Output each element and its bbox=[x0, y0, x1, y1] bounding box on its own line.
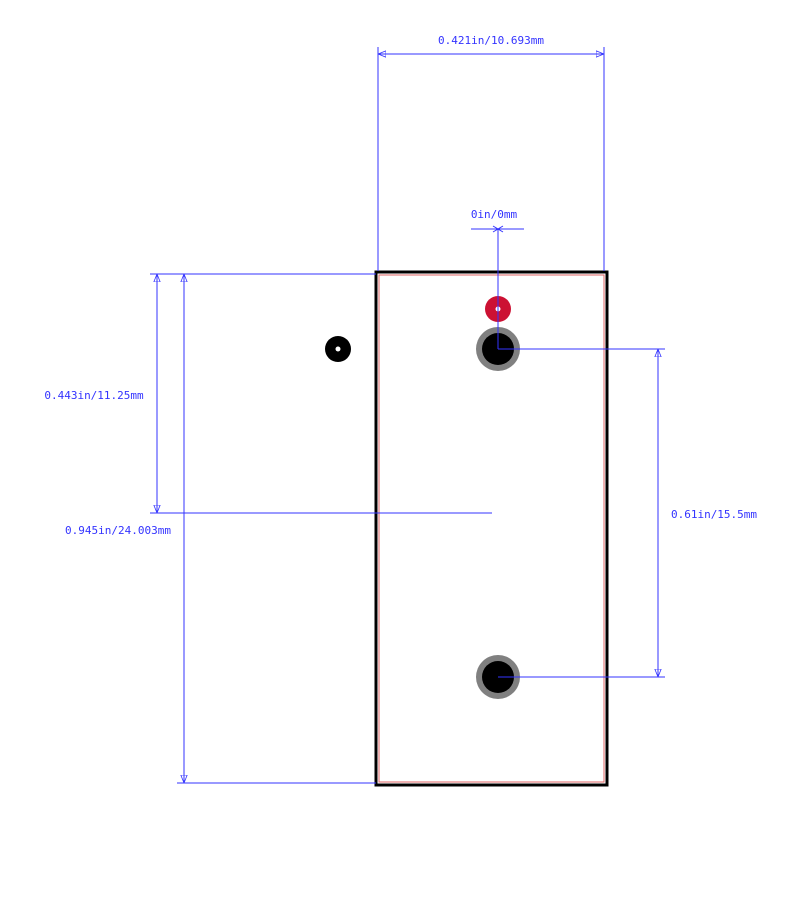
center-offset-dimension bbox=[150, 273, 492, 514]
pin1-marker bbox=[325, 336, 351, 362]
height-dimension bbox=[177, 274, 376, 784]
courtyard-outline bbox=[378, 274, 605, 783]
pitch-label: 0.61in/15.5mm bbox=[671, 508, 757, 521]
width-dimension bbox=[377, 47, 605, 271]
center-offset-label: 0.443in/11.25mm bbox=[44, 389, 144, 402]
width-label: 0.421in/10.693mm bbox=[438, 34, 544, 47]
pitch-dimension bbox=[498, 348, 665, 678]
pin-offset-dimension bbox=[471, 225, 524, 349]
component-outline bbox=[374, 270, 609, 787]
height-label: 0.945in/24.003mm bbox=[65, 524, 171, 537]
pin-offset-label: 0in/0mm bbox=[471, 208, 518, 221]
